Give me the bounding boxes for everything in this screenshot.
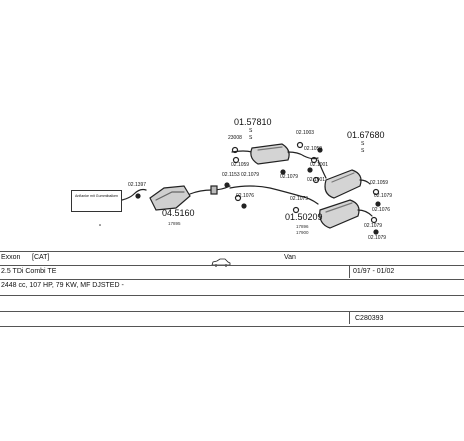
component-label: 02.1059 [370, 180, 389, 186]
hanger [224, 182, 230, 188]
front-silencer [250, 143, 290, 165]
lower-pipe [229, 185, 319, 205]
hanger [234, 194, 242, 202]
car-silhouette-icon [211, 254, 231, 267]
part-sub-label: 17896 [296, 224, 309, 229]
body-type: Van [284, 254, 296, 261]
part-sub-label: 17895 [168, 221, 181, 226]
catalogue-code: C280393 [355, 315, 384, 322]
hanger [135, 193, 141, 199]
hanger [280, 169, 286, 175]
part-sub-label: 17900 [296, 230, 309, 235]
component-label: 02.1076 [372, 207, 391, 213]
quantity-label: S [249, 128, 253, 134]
component-label: 02.1079 [290, 196, 309, 202]
quantity-label: S [361, 141, 365, 147]
table-divider [0, 311, 464, 312]
part-number-label: 01.67680 [347, 130, 385, 140]
catalyst-converter [149, 185, 191, 211]
quantity-label: S [361, 148, 365, 154]
vehicle-make: Exxon [1, 254, 21, 261]
hanger [241, 203, 247, 209]
engine-spec: 2448 cc, 107 HP, 79 KW, MF DJSTED - [1, 282, 124, 289]
flange [210, 185, 218, 195]
rear-silencer-upper [324, 169, 362, 199]
upper-pipe [231, 150, 253, 153]
hanger [307, 167, 313, 173]
exhaust-diagram: 01.57810 S S 01.67680 S S 04.5160 17895 … [71, 117, 393, 241]
exhaust-diagram-drawing [99, 141, 381, 235]
component-label: 02.1397 [128, 182, 147, 188]
component-label: 02.1076 [236, 193, 255, 199]
vehicle-model: 2.5 TDi Combi TE [1, 268, 57, 275]
rear-silencer-lower [319, 199, 360, 229]
hanger [372, 188, 380, 196]
hanger [292, 206, 300, 214]
component-label: 02.1079 [241, 172, 260, 178]
upper-rear-pipe [287, 151, 319, 160]
hanger [370, 216, 378, 224]
front-pipe [121, 188, 147, 201]
component-label: 02.1001 [310, 162, 329, 168]
component-label: 02.1003 [296, 130, 315, 136]
component-label: 02.1059 [304, 146, 323, 152]
column-divider [349, 265, 350, 278]
hanger [310, 156, 318, 164]
column-divider [349, 311, 350, 324]
hanger [312, 176, 320, 184]
table-divider [0, 326, 464, 327]
component-label: 02.1079 [368, 235, 387, 241]
part-number-label: 01.57810 [234, 117, 272, 127]
component-label: 02.1059 [231, 162, 250, 168]
component-label: 02.1079 [374, 193, 393, 199]
table-divider [0, 279, 464, 280]
quantity-label: S [249, 135, 253, 141]
hanger [296, 141, 304, 149]
hanger [317, 147, 323, 153]
component-label: 02.1153 [222, 172, 240, 178]
table-divider [0, 295, 464, 296]
note-box: Anflanke mit Gummibalken [71, 190, 122, 212]
intermediate-pipe [189, 185, 231, 195]
component-label: 02.1079 [280, 174, 299, 180]
note-text: Anflanke mit Gummibalken [75, 194, 118, 198]
table-divider [0, 265, 464, 266]
table-divider [0, 251, 464, 252]
hanger [373, 229, 379, 235]
hanger [231, 146, 239, 154]
catalyst-flag: [CAT] [32, 254, 50, 261]
hanger [375, 201, 381, 207]
component-label: 02.1079 [364, 223, 383, 229]
component-label: 02.1001 [307, 177, 326, 183]
component-label: 23008 [228, 135, 242, 141]
hanger [232, 156, 240, 164]
model-years: 01/97 - 01/02 [353, 268, 395, 275]
part-number-label: 01.50209 [285, 212, 323, 222]
part-number-label: 04.5160 [162, 208, 195, 218]
